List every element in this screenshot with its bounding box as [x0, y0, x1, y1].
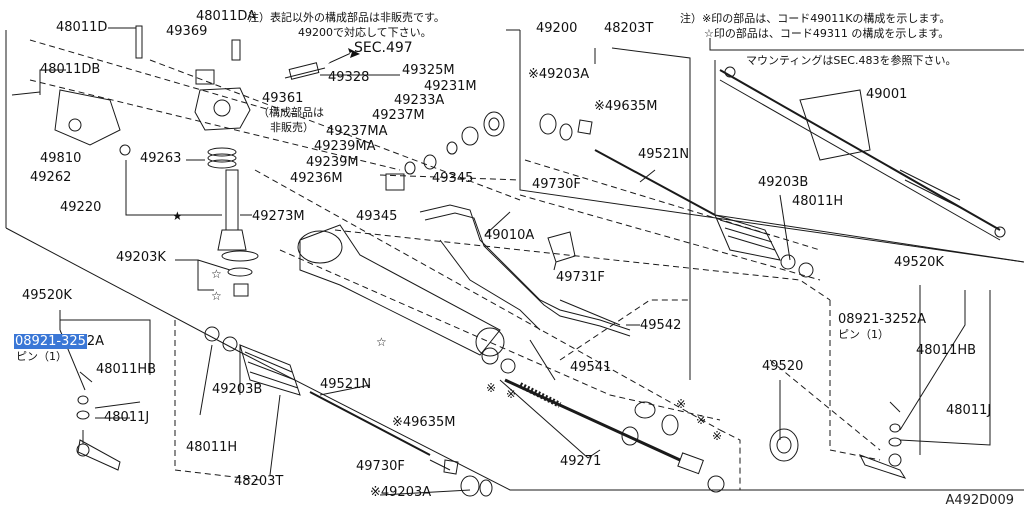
part-48011DA[interactable]: 48011DA: [196, 9, 257, 24]
part-49521N-bottom[interactable]: 49521N: [320, 377, 372, 392]
part-48203T-bottom[interactable]: 48203T: [234, 474, 284, 489]
part-49239M[interactable]: 49239M: [306, 155, 359, 170]
part-08921-3252A-right[interactable]: 08921-3252A: [838, 312, 927, 327]
part-49273M[interactable]: 49273M: [252, 209, 305, 224]
part-49203A-top[interactable]: ※49203A: [528, 67, 590, 82]
part-49237MA[interactable]: 49237MA: [326, 124, 388, 139]
pin-qty-left: ピン（1）: [16, 350, 67, 363]
svg-text:※: ※: [712, 429, 722, 443]
part-48011H-left[interactable]: 48011H: [186, 440, 238, 455]
note-code-49011k: 注）※印の部品は、コード49011Kの構成を示します。: [680, 12, 951, 25]
part-49521N-top[interactable]: 49521N: [638, 147, 690, 162]
part-49635M-top[interactable]: ※49635M: [594, 99, 658, 114]
note-not-for-sale-1: 注）表記以外の構成部品は非販売です。: [248, 11, 445, 24]
part-49730F-bottom[interactable]: 49730F: [356, 459, 405, 474]
svg-text:※: ※: [676, 397, 686, 411]
sec-497-ref[interactable]: SEC.497: [354, 40, 413, 56]
part-49200[interactable]: 49200: [536, 21, 578, 36]
note-mounting: マウンティングはSEC.483を参照下さい。: [746, 54, 957, 67]
sec-arrow-icon: [328, 48, 360, 64]
part-49203B-left[interactable]: 49203B: [212, 382, 263, 397]
part-49325M[interactable]: 49325M: [402, 63, 455, 78]
frame-49001-box: [709, 38, 1024, 51]
part-48011J-left[interactable]: 48011J: [104, 410, 150, 425]
part-49263[interactable]: 49263: [140, 151, 182, 166]
diagram-code: A492D009: [945, 493, 1014, 508]
note-not-for-sale-2: 49200で対応して下さい。: [298, 26, 432, 39]
part-49233A[interactable]: 49233A: [394, 93, 445, 108]
part-48011DB[interactable]: 48011DB: [40, 62, 101, 77]
housing-49361: [194, 87, 251, 131]
part-49520K-right[interactable]: 49520K: [894, 255, 944, 270]
part-49810[interactable]: 49810: [40, 151, 82, 166]
part-49001[interactable]: 49001: [866, 87, 908, 102]
part-49541[interactable]: 49541: [570, 360, 612, 375]
note-components-2: 非販売）: [270, 121, 314, 134]
part-08921-3252A-left[interactable]: 08921-3252A: [14, 334, 105, 349]
part-48011J-right[interactable]: 48011J: [946, 403, 992, 418]
svg-text:☆: ☆: [211, 289, 222, 303]
part-48011HB-left[interactable]: 48011HB: [96, 362, 157, 377]
part-49203K[interactable]: 49203K: [116, 250, 166, 265]
part-49520[interactable]: 49520: [762, 359, 804, 374]
svg-text:※: ※: [696, 413, 706, 427]
part-48011D[interactable]: 48011D: [56, 20, 108, 35]
svg-text:☆: ☆: [211, 267, 222, 281]
part-48011HB-right[interactable]: 48011HB: [916, 343, 977, 358]
selected-part-number: 08921-325: [14, 334, 87, 349]
svg-text:※: ※: [506, 387, 516, 401]
part-49361[interactable]: 49361: [262, 91, 304, 106]
part-49236M[interactable]: 49236M: [290, 171, 343, 186]
part-49345-lower[interactable]: 49345: [356, 209, 398, 224]
part-49010A[interactable]: 49010A: [484, 228, 535, 243]
part-number-suffix: 2A: [86, 334, 105, 349]
part-49635M-bottom[interactable]: ※49635M: [392, 415, 456, 430]
part-49369[interactable]: 49369: [166, 24, 208, 39]
part-49731F[interactable]: 49731F: [556, 270, 605, 285]
part-48011H-right[interactable]: 48011H: [792, 194, 844, 209]
part-48203T-top[interactable]: 48203T: [604, 21, 654, 36]
part-49220[interactable]: 49220: [60, 200, 102, 215]
part-49239MA[interactable]: 49239MA: [314, 139, 376, 154]
frame-49200-line: [519, 30, 1024, 263]
part-49328[interactable]: 49328: [328, 70, 370, 85]
svg-text:☆: ☆: [376, 335, 387, 349]
part-49542[interactable]: 49542: [640, 318, 682, 333]
rack-housing: [299, 224, 501, 356]
svg-text:※: ※: [486, 381, 496, 395]
part-49237M[interactable]: 49237M: [372, 108, 425, 123]
part-49203B-right[interactable]: 49203B: [758, 175, 809, 190]
note-components-1: （構成部品は: [258, 106, 324, 119]
part-49345-upper[interactable]: 49345: [432, 171, 474, 186]
part-49730F-top[interactable]: 49730F: [532, 177, 581, 192]
part-49262[interactable]: 49262: [30, 170, 72, 185]
frame-bottom-line: [5, 227, 1024, 491]
svg-text:★: ★: [172, 209, 183, 223]
part-49231M[interactable]: 49231M: [424, 79, 477, 94]
note-code-49311: ☆印の部品は、コード49311 の構成を示します。: [704, 27, 950, 40]
part-49271[interactable]: 49271: [560, 454, 602, 469]
pin-qty-right: ピン（1）: [838, 328, 889, 341]
part-49520K-left[interactable]: 49520K: [22, 288, 72, 303]
part-49203A-bottom[interactable]: ※49203A: [370, 485, 432, 500]
